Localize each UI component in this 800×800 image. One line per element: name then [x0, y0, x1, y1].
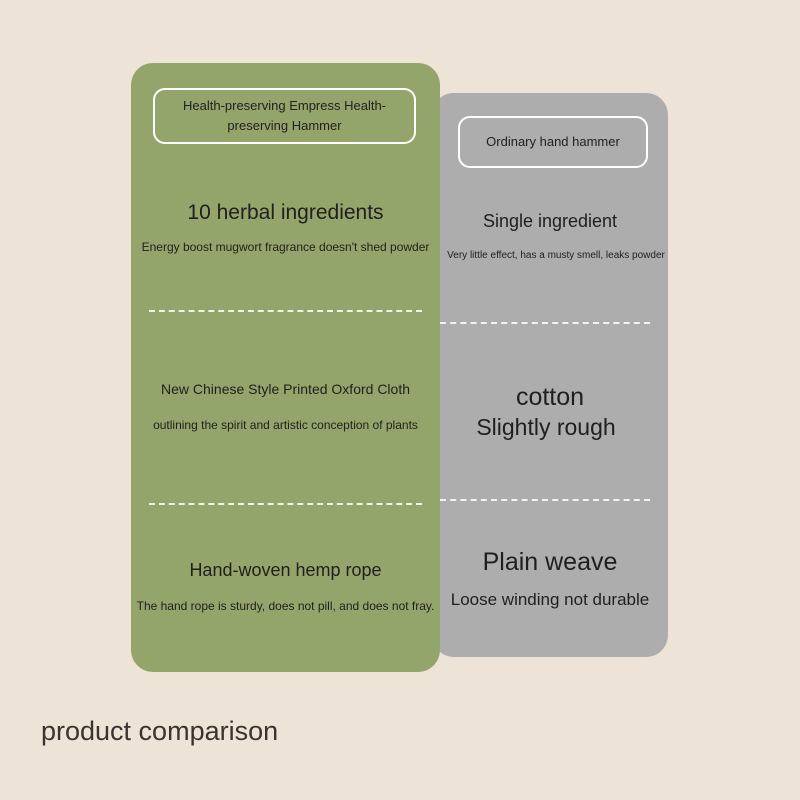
empress-row1-desc: Energy boost mugwort fragrance doesn't s…	[141, 240, 430, 254]
footer-title: product comparison	[41, 716, 279, 746]
empress-row3-title: Hand-woven hemp rope	[189, 560, 382, 580]
ordinary-row1-title: Single ingredient	[482, 211, 618, 231]
ordinary-header: Ordinary hand hammer	[458, 116, 648, 168]
empress-divider-2	[149, 503, 422, 505]
ordinary-row1-desc: Very little effect, has a musty smell, l…	[447, 250, 665, 261]
ordinary-row2-desc: Slightly rough	[476, 414, 616, 440]
empress-row2-title: New Chinese Style Printed Oxford Cloth	[161, 381, 410, 397]
ordinary-divider-1	[440, 322, 650, 324]
empress-row3-desc: The hand rope is sturdy, does not pill, …	[136, 599, 435, 613]
ordinary-hammer-card: Ordinary hand hammer Single ingredient V…	[432, 93, 668, 657]
empress-header: Health-preserving Empress Health-preserv…	[153, 88, 416, 144]
ordinary-row2-title: cotton	[515, 383, 585, 411]
empress-row1-title: 10 herbal ingredients	[187, 201, 384, 224]
ordinary-divider-2	[440, 499, 650, 501]
empress-hammer-card: Health-preserving Empress Health-preserv…	[131, 63, 440, 672]
ordinary-row3-desc: Loose winding not durable	[450, 590, 650, 609]
empress-row2-desc: outlining the spirit and artistic concep…	[153, 418, 418, 432]
ordinary-row3-title: Plain weave	[482, 548, 618, 576]
empress-divider-1	[149, 310, 422, 312]
